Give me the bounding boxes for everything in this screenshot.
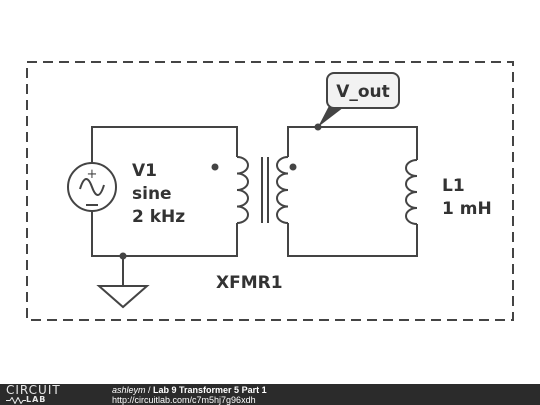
ground-icon	[96, 252, 150, 309]
logo-text-top: CIRCUIT	[6, 383, 61, 397]
source-name: V1	[132, 161, 157, 181]
secondary-wires	[287, 126, 418, 257]
resistor-icon	[6, 397, 26, 404]
primary-coil	[236, 156, 249, 224]
source-frequency: 2 kHz	[132, 207, 185, 227]
inductor-name: L1	[442, 176, 465, 196]
circuit-schematic: + V1 sine 2 kHz XFMR1 L1 1 mH V_out	[26, 61, 514, 321]
footer-bar: CIRCUIT LAB ashleym / Lab 9 Transformer …	[0, 384, 540, 405]
circuitlab-logo[interactable]: CIRCUIT LAB	[6, 384, 106, 405]
subcircuit-border	[26, 61, 514, 321]
plus-sign: +	[87, 167, 98, 182]
primary-wires	[91, 126, 238, 286]
logo-text-bottom: LAB	[26, 395, 47, 404]
probe-label: V_out	[336, 82, 390, 102]
inductor-l1[interactable]	[405, 159, 418, 225]
schematic-meta: ashleym / Lab 9 Transformer 5 Part 1	[112, 385, 267, 395]
primary-polarity-dot	[211, 163, 219, 171]
secondary-polarity-dot	[289, 163, 297, 171]
voltage-probe[interactable]: V_out	[314, 72, 400, 131]
inductor-value: 1 mH	[442, 199, 492, 219]
probe-label-box	[326, 72, 400, 109]
probe-pointer	[318, 104, 348, 127]
secondary-coil	[276, 156, 289, 224]
source-type: sine	[132, 184, 172, 204]
schematic-title[interactable]: Lab 9 Transformer 5 Part 1	[153, 385, 267, 395]
author-name[interactable]: ashleym	[112, 385, 146, 395]
schematic-url[interactable]: http://circuitlab.com/c7m5hj7g96xdh	[112, 395, 256, 405]
voltage-source-v1[interactable]: +	[67, 162, 117, 212]
transformer-xfmr1[interactable]	[211, 156, 297, 224]
meta-separator: /	[145, 385, 154, 395]
transformer-name: XFMR1	[216, 273, 283, 293]
sine-wave-icon	[79, 178, 105, 196]
